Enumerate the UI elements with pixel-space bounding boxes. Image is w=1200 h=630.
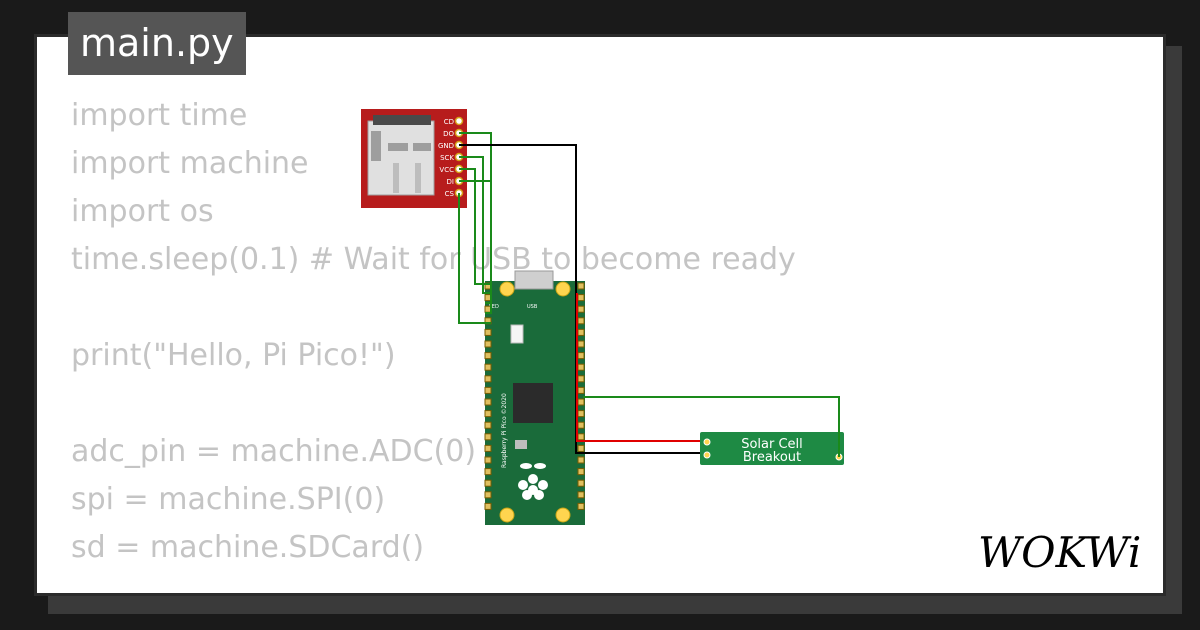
wire-vcc (459, 168, 491, 285)
pico-pin[interactable] (484, 456, 492, 464)
solar-cell-breakout[interactable]: Solar Cell Breakout (700, 432, 844, 465)
pico-pin[interactable] (577, 352, 585, 360)
sd-pin-label: VCC (439, 166, 454, 174)
sd-pin-pad[interactable] (454, 116, 464, 126)
code-line: adc_pin = machine.ADC(0) (71, 434, 477, 469)
pico-pin[interactable] (577, 386, 585, 394)
pico-pin[interactable] (484, 444, 492, 452)
pico-pin[interactable] (577, 502, 585, 510)
pico-pin[interactable] (484, 421, 492, 429)
wire-power (576, 293, 700, 442)
led-label: LED (489, 304, 499, 310)
solar-label-line2: Breakout (743, 450, 801, 465)
pico-pin[interactable] (577, 410, 585, 418)
pico-pin[interactable] (484, 398, 492, 406)
sd-pin-label: DO (443, 130, 454, 138)
pico-pin[interactable] (577, 375, 585, 383)
wire-cs (458, 193, 491, 324)
sd-pin-label: SCK (440, 154, 454, 162)
code-line: time.sleep(0.1) # Wait for USB to become… (71, 242, 796, 277)
pico-pin[interactable] (577, 479, 585, 487)
sd-pin-label: GND (438, 142, 454, 150)
file-tab[interactable]: main.py (68, 12, 246, 75)
sd-pin-labels: CD DO GND SCK VCC DI CS (438, 116, 464, 198)
pico-pin[interactable] (577, 340, 585, 348)
wokwi-logo-text: WOKWi (978, 528, 1141, 577)
code-line: import machine (71, 146, 309, 181)
sd-pin-label: DI (447, 178, 454, 186)
wire-sck (459, 156, 491, 294)
pico-pin[interactable] (577, 328, 585, 336)
sd-card-module[interactable]: CD DO GND SCK VCC DI CS (361, 109, 467, 208)
pico-pin[interactable] (484, 328, 492, 336)
code-line: print("Hello, Pi Pico!") (71, 338, 396, 373)
code-background: import time import machine import os time.s… (71, 92, 796, 593)
pico-pin[interactable] (577, 491, 585, 499)
pico-pin[interactable] (484, 491, 492, 499)
pico-pin[interactable] (577, 456, 585, 464)
pico-pin[interactable] (577, 363, 585, 371)
pico-pin[interactable] (484, 433, 492, 441)
pico-pin[interactable] (577, 398, 585, 406)
pico-pin[interactable] (484, 363, 492, 371)
code-line: import time (71, 98, 248, 133)
pico-pin[interactable] (577, 282, 585, 290)
solar-label-line1: Solar Cell (741, 437, 803, 452)
pico-pin[interactable] (484, 410, 492, 418)
wire-di (459, 180, 492, 314)
circuit-diagram: CD DO GND SCK VCC DI CS Raspberry Pi Pico ©202… (361, 109, 844, 525)
wires[interactable] (458, 132, 840, 457)
sd-pin-label: CS (445, 190, 455, 198)
usb-connector (514, 270, 554, 290)
code-line: sd = machine.SDCard() (71, 530, 425, 565)
pico-pin[interactable] (577, 468, 585, 476)
sd-pin-label: CD (444, 118, 454, 126)
pico-pin[interactable] (577, 305, 585, 313)
wire-signal (583, 396, 840, 457)
raspberry-pi-pico[interactable]: Raspberry Pi Pico ©2020 USB LED (484, 270, 585, 525)
pico-pin[interactable] (577, 444, 585, 452)
pico-pin[interactable] (484, 468, 492, 476)
pico-pin[interactable] (577, 294, 585, 302)
pico-pin[interactable] (484, 386, 492, 394)
code-line: spi = machine.SPI(0) (71, 482, 386, 517)
rp2040-chip (513, 383, 553, 423)
pico-pin[interactable] (484, 352, 492, 360)
solar-board (700, 432, 844, 465)
pico-pin[interactable] (577, 317, 585, 325)
pico-side-text: Raspberry Pi Pico ©2020 (501, 393, 508, 468)
pico-pin[interactable] (484, 479, 492, 487)
code-line: import os (71, 194, 214, 229)
raspberry-logo-icon (518, 463, 548, 500)
pico-pin[interactable] (577, 421, 585, 429)
pico-pin[interactable] (484, 502, 492, 510)
pico-pin[interactable] (484, 340, 492, 348)
pico-pin[interactable] (484, 375, 492, 383)
wokwi-logo: WOKWi (978, 528, 1141, 577)
usb-label: USB (527, 304, 538, 310)
pico-pin-headers (484, 282, 585, 510)
pico-pin[interactable] (577, 433, 585, 441)
simulation-canvas[interactable]: import time import machine import os time.s… (34, 34, 1166, 596)
bootsel-button (510, 324, 524, 344)
